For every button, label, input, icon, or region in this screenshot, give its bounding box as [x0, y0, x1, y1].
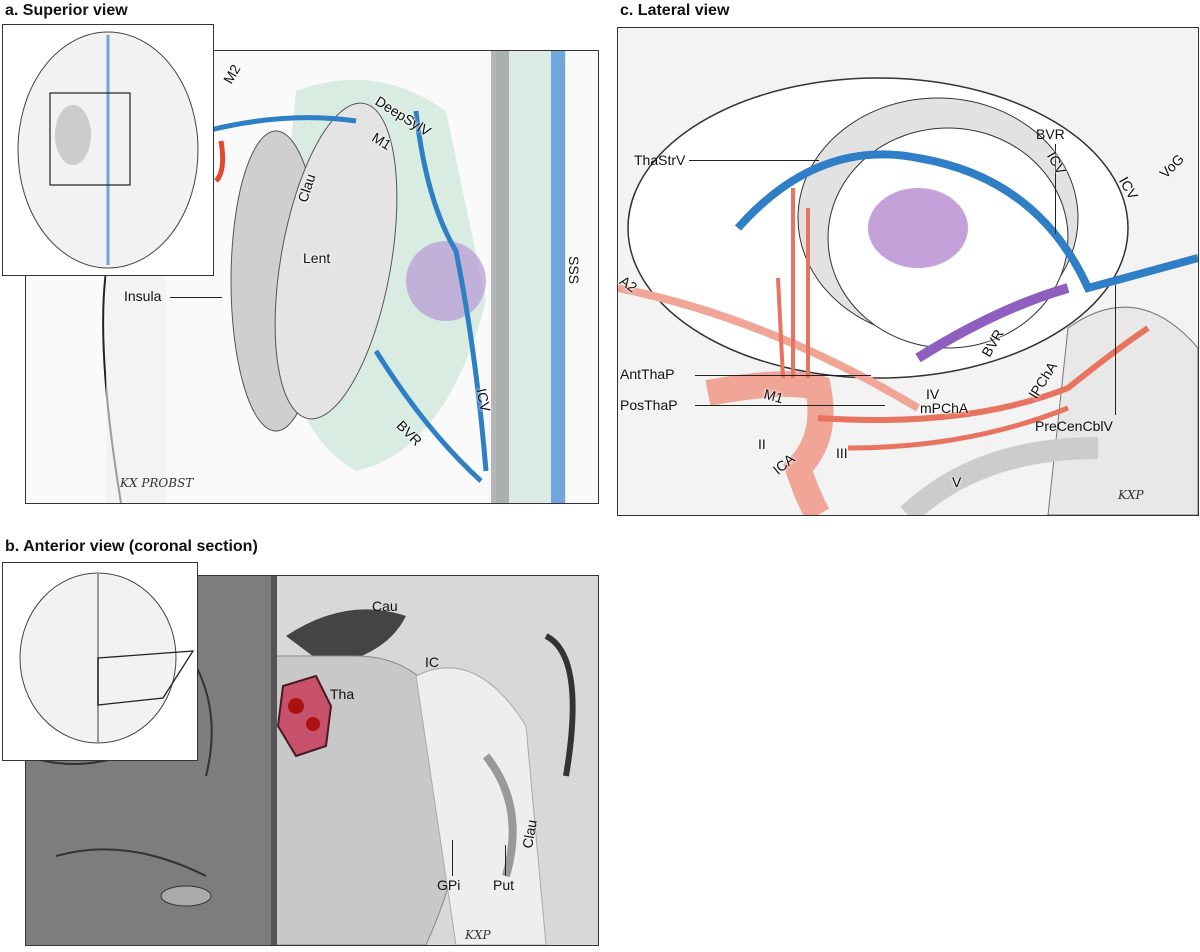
leader-line-thastrv [689, 160, 819, 162]
label-tha: Tha [330, 686, 355, 702]
label-posthap: PosThaP [620, 397, 678, 413]
label-bvr-top: BVR [1036, 126, 1065, 142]
artist-signature-c: KXP [1118, 488, 1144, 502]
label-iv: IV [926, 386, 940, 402]
panel-c-title: c. Lateral view [620, 2, 730, 19]
leader-line-gpi [452, 840, 454, 876]
label-v: V [952, 474, 962, 490]
leader-line-bvr-top [1055, 144, 1057, 234]
leader-line-posthap [695, 405, 885, 407]
leader-line-put [505, 845, 507, 876]
label-thastrv: ThaStrV [634, 152, 686, 168]
panel-a-title: a. Superior view [5, 2, 128, 19]
panel-c-illustration [617, 27, 1199, 516]
label-antthap: AntThaP [620, 366, 675, 382]
leader-line-precencblv [1115, 285, 1117, 415]
leader-line-antthap [695, 375, 871, 377]
artist-signature-a: KX PROBST [120, 476, 194, 490]
label-lent: Lent [303, 250, 331, 266]
panel-b-inset-brain [2, 562, 198, 761]
label-gpi: GPi [437, 877, 461, 893]
label-iii: III [836, 445, 848, 461]
label-ic: IC [425, 654, 439, 670]
label-insula: Insula [124, 288, 162, 304]
label-ii: II [758, 436, 766, 452]
panel-a-inset-brain [2, 24, 214, 276]
artist-signature-b: KXP [465, 928, 491, 942]
label-sss: SSS [566, 255, 583, 285]
panel-b-title: b. Anterior view (coronal section) [5, 538, 258, 555]
panel-a-illustration [25, 50, 599, 504]
label-mpcha: mPChA [920, 400, 969, 416]
label-put: Put [493, 877, 515, 893]
label-cau: Cau [372, 598, 398, 614]
label-precencblv: PreCenCblV [1035, 418, 1113, 434]
leader-line-insula [170, 297, 222, 299]
